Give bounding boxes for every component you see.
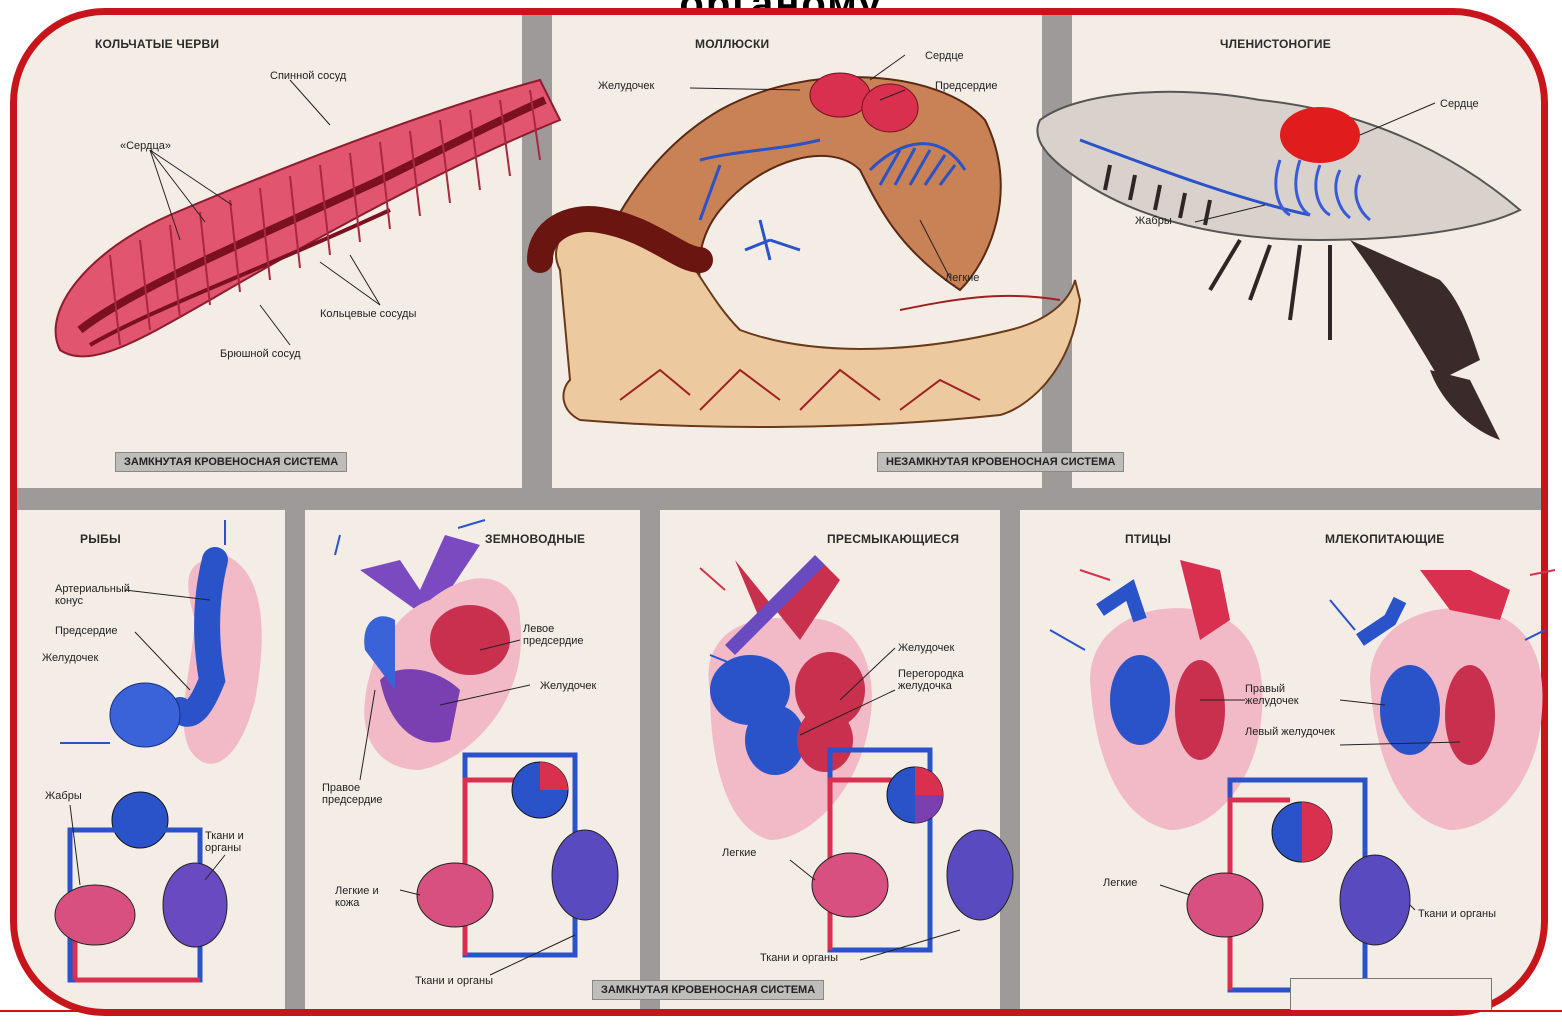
- title-birds: ПТИЦЫ: [1125, 532, 1171, 546]
- label-left-ventricle: Левый желудочек: [1245, 726, 1335, 738]
- label-mollusk-heart: Сердце: [925, 50, 964, 62]
- footer-rule: [0, 1010, 1562, 1012]
- title-mammals: МЛЕКОПИТАЮЩИЕ: [1325, 532, 1444, 546]
- label-dorsal-vessel: Спинной сосуд: [270, 70, 346, 82]
- banner-closed-system-bottom: ЗАМКНУТАЯ КРОВЕНОСНАЯ СИСТЕМА: [592, 980, 824, 1000]
- label-mollusk-lung: Легкие: [945, 272, 979, 284]
- snail-illustration: [540, 55, 1080, 427]
- label-bird-mammal-lungs: Легкие: [1103, 877, 1137, 889]
- title-fish: РЫБЫ: [80, 532, 121, 546]
- crayfish-illustration: [1037, 92, 1520, 440]
- label-reptile-tissues: Ткани и органы: [760, 952, 838, 964]
- publisher-logo: [1290, 978, 1492, 1012]
- label-mollusk-ventricle: Желудочек: [598, 80, 654, 92]
- label-bird-mammal-tissues: Ткани и органы: [1418, 908, 1496, 920]
- label-hearts: «Сердца»: [120, 140, 171, 152]
- label-ring-vessels: Кольцевые сосуды: [320, 308, 416, 320]
- title-arthropods: ЧЛЕНИСТОНОГИЕ: [1220, 37, 1331, 51]
- reptile-heart-illustration: [708, 560, 1013, 960]
- label-arterial-cone: Артериальный конус: [55, 583, 150, 607]
- title-reptiles: ПРЕСМЫКАЮЩИЕСЯ: [827, 532, 959, 546]
- bird-heart-illustration: [1090, 560, 1263, 830]
- label-arthropod-gills: Жабры: [1135, 215, 1172, 227]
- label-reptile-ventricle: Желудочек: [898, 642, 954, 654]
- amphibian-heart-illustration: [360, 535, 618, 975]
- label-amphibian-ventricle: Желудочек: [540, 680, 596, 692]
- banner-closed-system-top: ЗАМКНУТАЯ КРОВЕНОСНАЯ СИСТЕМА: [115, 452, 347, 472]
- banner-open-system: НЕЗАМКНУТАЯ КРОВЕНОСНАЯ СИСТЕМА: [877, 452, 1124, 472]
- label-fish-atrium: Предсердие: [55, 625, 117, 637]
- label-right-ventricle: Правый желудочек: [1245, 683, 1335, 707]
- label-right-atrium: Правое предсердие: [322, 782, 412, 806]
- label-lungs-skin: Легкие и кожа: [335, 885, 395, 909]
- label-amphibian-tissues: Ткани и органы: [415, 975, 493, 987]
- label-arthropod-heart: Сердце: [1440, 98, 1479, 110]
- label-fish-ventricle: Желудочек: [42, 652, 98, 664]
- label-left-atrium: Левое предсердие: [523, 623, 613, 647]
- worm-illustration: [56, 80, 560, 356]
- label-mollusk-atrium: Предсердие: [935, 80, 997, 92]
- label-reptile-lungs: Легкие: [722, 847, 756, 859]
- mammal-heart-illustration: [1360, 570, 1543, 830]
- title-mollusks: МОЛЛЮСКИ: [695, 37, 769, 51]
- title-amphibians: ЗЕМНОВОДНЫЕ: [485, 532, 585, 546]
- label-ventricle-septum: Перегородка желудочка: [898, 668, 1008, 692]
- label-ventral-vessel: Брюшной сосуд: [220, 348, 301, 360]
- label-fish-gills: Жабры: [45, 790, 82, 802]
- label-fish-tissues: Ткани и органы: [205, 830, 275, 854]
- title-annelids: КОЛЬЧАТЫЕ ЧЕРВИ: [95, 37, 219, 51]
